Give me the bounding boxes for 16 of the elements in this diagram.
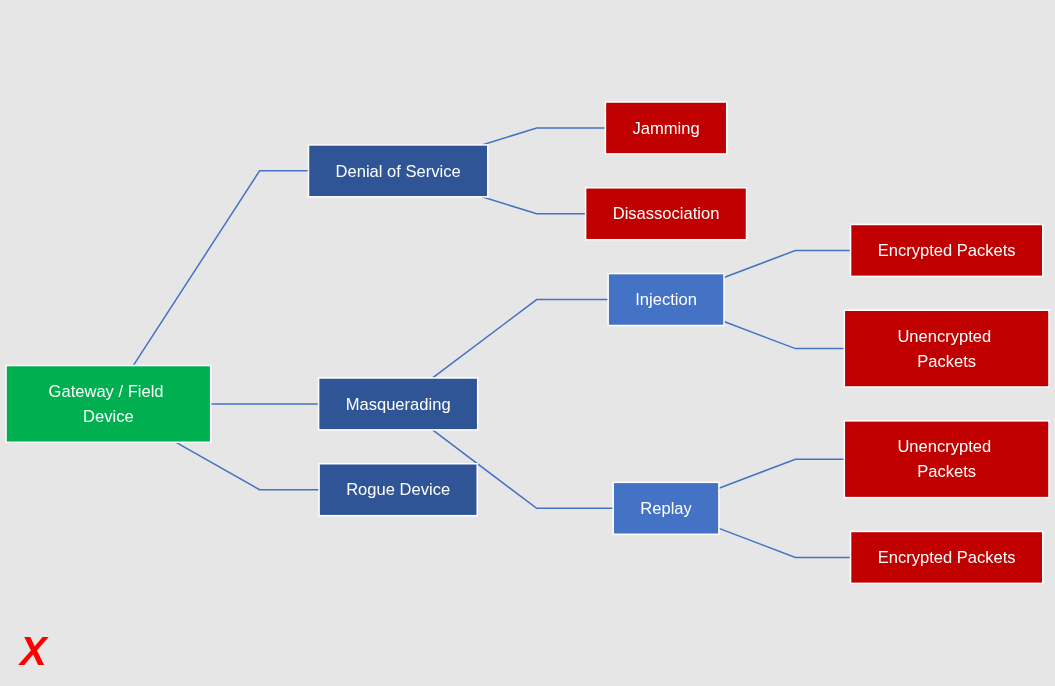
node-box: Denial of Service — [307, 144, 489, 198]
connector — [175, 441, 320, 491]
node-box: Encrypted Packets — [849, 224, 1044, 278]
node-box: Unencrypted Packets — [843, 309, 1050, 389]
node-box: Injection — [607, 273, 725, 327]
cross-mark: X — [20, 629, 47, 673]
connector — [431, 429, 614, 510]
node-box: Replay — [612, 481, 720, 536]
node-box: Encrypted Packets — [849, 531, 1044, 585]
node-box: Disassociation — [584, 187, 748, 241]
node-box: Rogue Device — [318, 463, 478, 517]
node-box: Jamming — [604, 101, 728, 155]
node-box: Masquerading — [317, 377, 479, 431]
connector — [431, 299, 609, 379]
node-box: Unencrypted Packets — [843, 420, 1050, 499]
node-box: Gateway / Field Device — [5, 365, 212, 444]
